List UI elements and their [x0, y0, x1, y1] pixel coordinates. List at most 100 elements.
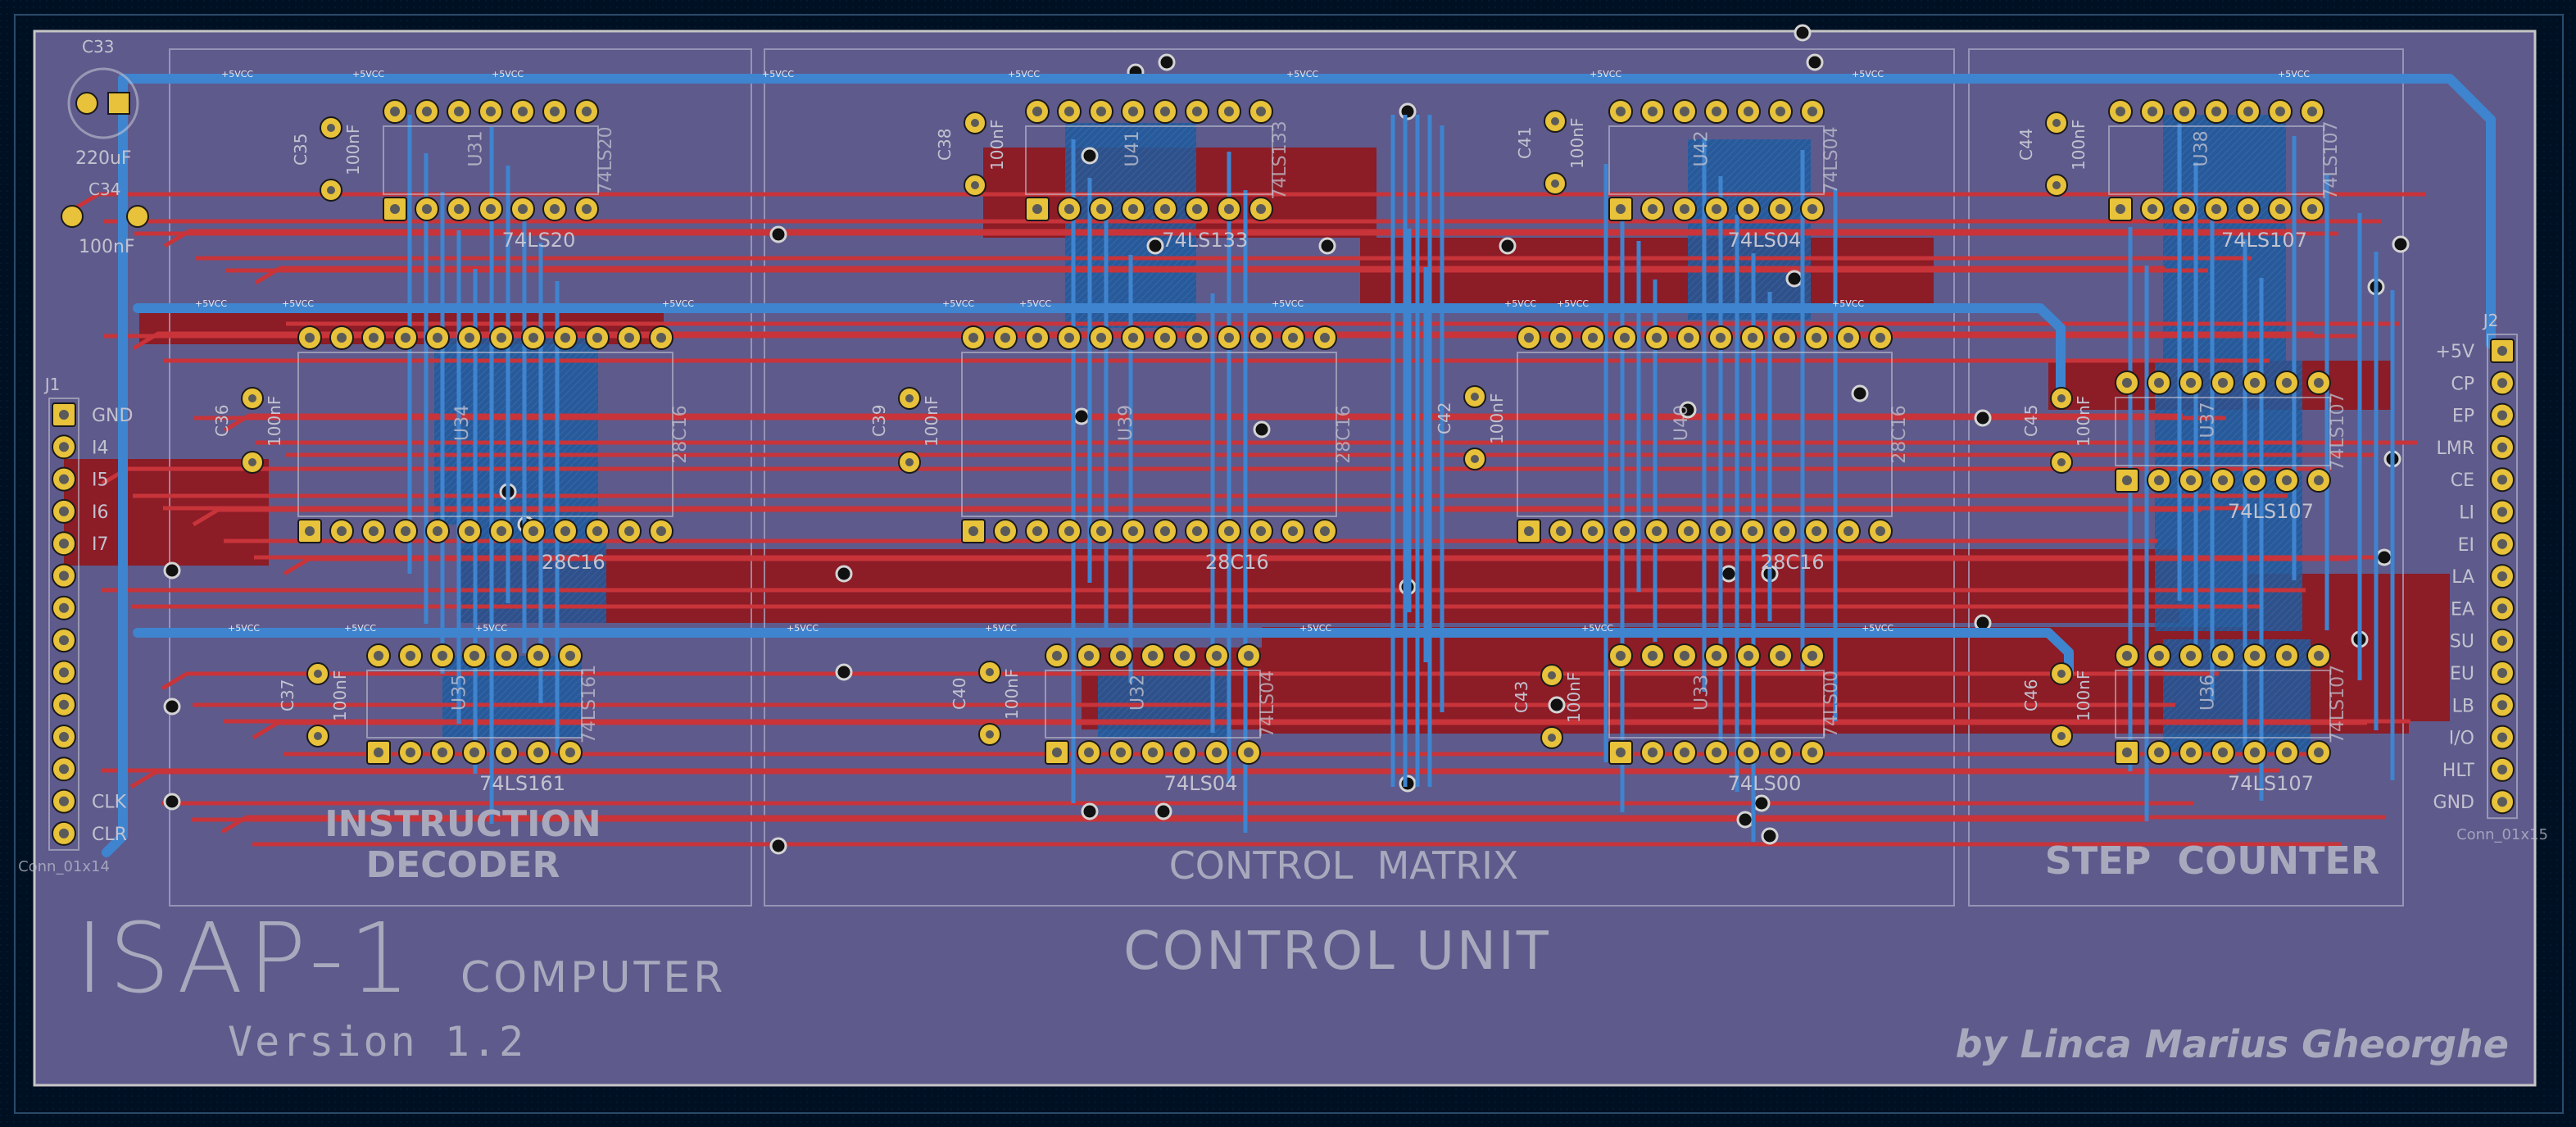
- cap-ref: C45: [2021, 405, 2041, 437]
- pad-hole: [401, 333, 410, 343]
- pad-hole: [337, 333, 347, 343]
- net-label: +5VCC: [1557, 298, 1589, 309]
- pad-hole: [422, 107, 432, 116]
- pad-hole: [2179, 204, 2189, 214]
- pad-hole: [1588, 333, 1598, 343]
- pad-hole: [2052, 119, 2061, 127]
- pad-hole: [2250, 475, 2260, 485]
- pad-hole: [422, 204, 432, 214]
- pad-hole: [1807, 651, 1817, 661]
- chip-part: 28C16: [670, 405, 691, 463]
- via: [1761, 827, 1779, 845]
- connector-pin-label: GND: [92, 406, 133, 426]
- pad-hole: [1052, 651, 1062, 661]
- pad-hole: [2122, 475, 2132, 485]
- track: [254, 266, 2165, 285]
- net-label: +5VCC: [1019, 298, 1051, 309]
- pad-hole: [1812, 526, 1821, 536]
- cap-value: 100nF: [265, 396, 284, 447]
- pad-hole: [1032, 204, 1042, 214]
- pad-hole: [1192, 107, 1202, 116]
- pad-hole: [469, 748, 479, 757]
- pad-hole: [1000, 333, 1010, 343]
- net-label: +5VCC: [1504, 298, 1536, 309]
- via: [1806, 53, 1824, 71]
- via: [1399, 102, 1417, 120]
- pad: [126, 205, 149, 228]
- pad-hole: [2211, 107, 2221, 116]
- net-label: +5VCC: [475, 623, 507, 634]
- pad-hole: [565, 748, 575, 757]
- pad-hole: [1807, 107, 1817, 116]
- pad-hole: [1844, 333, 1853, 343]
- pad-hole: [1224, 107, 1234, 116]
- pad-hole: [592, 333, 602, 343]
- cap-value: 100nF: [1567, 118, 1587, 169]
- chip-outline: [1045, 670, 1261, 738]
- pad-hole: [592, 526, 602, 536]
- pad-hole: [565, 651, 575, 661]
- product-title: ISAP-1: [75, 902, 415, 1015]
- via: [1679, 401, 1697, 419]
- pad-hole: [1064, 107, 1074, 116]
- pad-hole: [1192, 526, 1202, 536]
- pad-hole: [1288, 333, 1298, 343]
- chip-outline: [961, 352, 1337, 517]
- chip-part: 74LS04: [1258, 670, 1278, 738]
- pad-hole: [1256, 526, 1266, 536]
- cap-value: 100nF: [330, 670, 350, 721]
- pad-hole: [2282, 748, 2292, 757]
- pad-hole: [2250, 748, 2260, 757]
- chip-ref: U39: [1116, 405, 1136, 441]
- pad-hole: [1052, 748, 1062, 757]
- track: [163, 229, 2295, 248]
- pad-hole: [59, 410, 69, 420]
- bulk-cap-ref: C33: [82, 37, 114, 57]
- pad-hole: [1256, 204, 1266, 214]
- pad-hole: [560, 333, 570, 343]
- pad-hole: [2307, 204, 2317, 214]
- pad-hole: [1244, 748, 1254, 757]
- pad-hole: [1875, 526, 1885, 536]
- chip-part-fab: 74LS107: [2228, 500, 2314, 523]
- net-label: +5VCC: [221, 69, 253, 80]
- via: [1785, 270, 1803, 288]
- pad-hole: [518, 204, 528, 214]
- pad-hole: [624, 333, 634, 343]
- pad-hole: [1556, 526, 1566, 536]
- pad-hole: [1744, 204, 1753, 214]
- pad-hole: [438, 651, 447, 661]
- pad-hole: [550, 204, 560, 214]
- section-frames: [169, 48, 2404, 907]
- pad-hole: [501, 651, 511, 661]
- cap-ref: C41: [1515, 127, 1535, 159]
- pad-hole: [1096, 204, 1106, 214]
- pad-hole: [2497, 732, 2507, 743]
- connector-pin-label: I/O: [2449, 729, 2474, 749]
- pad-hole: [59, 667, 69, 678]
- pad-hole: [2116, 107, 2125, 116]
- pad-hole: [1652, 333, 1662, 343]
- connector-pin-label: LB: [2452, 696, 2474, 716]
- pad-hole: [497, 333, 506, 343]
- pad-hole: [1064, 526, 1074, 536]
- pad-hole: [2147, 204, 2157, 214]
- cap-ref: C39: [869, 405, 889, 437]
- pad-hole: [1716, 333, 1726, 343]
- pad-hole: [624, 526, 634, 536]
- pad-hole: [2497, 764, 2507, 775]
- counter-frame: [1968, 48, 2404, 907]
- pad-hole: [2497, 797, 2507, 807]
- net-label: +5VCC: [2278, 69, 2310, 80]
- track: [129, 770, 2237, 789]
- pad-hole: [1032, 333, 1042, 343]
- pad-hole: [2497, 571, 2507, 582]
- cap-value: 100nF: [987, 120, 1007, 170]
- chip-part-fab: 74LS107: [2228, 772, 2314, 795]
- chip-part: 74LS04: [1821, 126, 1842, 193]
